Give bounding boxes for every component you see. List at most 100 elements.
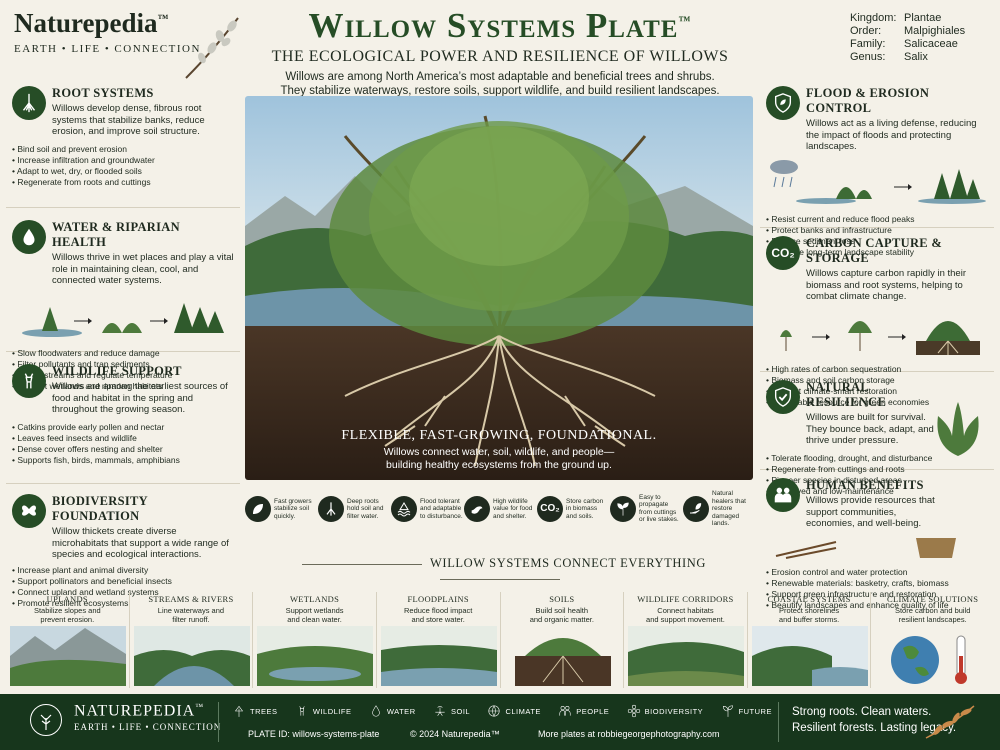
taxonomy-key: Kingdom: — [850, 12, 897, 24]
list-item: Beautify landscapes and enhance quality … — [766, 600, 988, 611]
panel-list: Slow floodwaters and reduce damage Filte… — [12, 348, 234, 393]
panel-desc: Willows provide resources that support c… — [806, 495, 935, 529]
footer-nav-trees[interactable]: TREES — [232, 704, 278, 718]
panel-text: Carbon Capture & Storage Willows capture… — [806, 236, 988, 303]
list-item: Resist current and reduce flood peaks — [766, 214, 988, 225]
footer-nav-climate[interactable]: CLIMATE — [487, 704, 540, 718]
footer-divider — [778, 702, 779, 742]
list-item: Support green infrastructure and restora… — [766, 589, 988, 600]
panel-list: Catkins provide early pollen and nectar … — [12, 422, 234, 467]
footer-nav-water[interactable]: WATER — [369, 704, 416, 718]
footer-slogan: Strong roots. Clean waters. Resilient fo… — [792, 704, 956, 736]
list-item: Supports fish, birds, mammals, amphibian… — [12, 455, 234, 466]
taxonomy-row: Order:Malpighiales — [850, 25, 990, 38]
co2-icon: CO₂ — [537, 495, 563, 522]
soil-icon — [435, 706, 445, 716]
panel-biodiversity: Biodiversity Foundation Willow thickets … — [6, 490, 240, 608]
deer-icon — [299, 706, 305, 716]
feature-text: Store carbon in biomass and soils. — [566, 497, 604, 520]
panel-text: Human Benefits Willows provide resources… — [806, 478, 936, 530]
roots-icon — [318, 495, 344, 522]
scene-line: Line waterways and — [157, 606, 225, 615]
streams-illustration — [133, 626, 250, 686]
scene-title: Wetlands — [289, 594, 340, 604]
intro-line: Willows are among North America’s most a… — [285, 71, 715, 83]
feature-item: CO₂ Store carbon in biomass and soils. — [537, 490, 609, 528]
footer-nav-label: FUTURE — [738, 706, 772, 716]
resilient-shrub-illustration — [937, 402, 979, 456]
list-item: Reduce sediment loss — [766, 236, 988, 247]
feature-item: Deep roots hold soil and filter water. — [318, 490, 390, 528]
co2-icon: CO₂ — [766, 236, 800, 270]
panel-list: Bind soil and prevent erosion Increase i… — [12, 144, 234, 189]
scene-line: Support wetlands — [285, 606, 344, 615]
hero-caption: FLEXIBLE, FAST-GROWING, FOUNDATIONAL. Wi… — [245, 428, 753, 472]
panel-header: Flood & Erosion Control Willows act as a… — [766, 86, 988, 153]
footer-divider — [218, 702, 219, 742]
scene-line: Protect shorelines — [779, 606, 840, 615]
feature-item: Natural healers that restore damaged lan… — [683, 490, 755, 528]
footer-nav-biodiversity[interactable]: BIODIVERSITY — [627, 704, 704, 718]
panel-header: Natural Resilience Willows are built for… — [766, 380, 988, 447]
list-item: Tolerate flooding, drought, and disturba… — [766, 453, 988, 464]
list-item: Increase infiltration and groundwater — [12, 155, 234, 166]
sprig-icon — [925, 705, 975, 739]
deer-icon — [12, 364, 46, 398]
people-icon — [559, 706, 571, 716]
footer-nav-label: BIODIVERSITY — [644, 706, 704, 716]
footer-nav-label: PEOPLE — [576, 706, 610, 716]
list-item: Increase plant and animal diversity — [12, 565, 234, 576]
coastal-illustration — [751, 626, 868, 686]
panel-wildlife-support: Wildlife Support Willows are among the e… — [6, 360, 240, 484]
brand-block: Naturepedia™ EARTH • LIFE • CONNECTION — [14, 8, 244, 79]
panel-list: Increase plant and animal diversity Supp… — [12, 565, 234, 610]
people-icon — [766, 478, 800, 512]
footer-nav-future[interactable]: FUTURE — [721, 704, 772, 718]
scene-title: Streams & Rivers — [148, 594, 234, 604]
list-item: Biomass and soil carbon storage — [766, 375, 988, 386]
footer-nav: TREES WILDLIFE WATER SOIL CLIMATE PEOPLE… — [232, 704, 772, 718]
footer-nav-people[interactable]: PEOPLE — [558, 704, 609, 718]
panel-desc: Willows are among the earliest sources o… — [52, 381, 228, 415]
panel-desc: Willows are built for survival. They bou… — [806, 412, 934, 446]
wetlands-illustration — [257, 626, 374, 686]
list-item: Slow floodwaters and reduce damage — [12, 348, 234, 359]
panel-desc: Willow thickets create diverse microhabi… — [52, 526, 229, 560]
feature-item: High wildlife value for food and shelter… — [464, 490, 536, 528]
list-item: Renewable resource for green economies — [766, 397, 988, 408]
uplands-illustration — [10, 626, 126, 686]
floodplains-illustration — [380, 626, 497, 686]
scene-line: resilient landscapes. — [898, 615, 967, 624]
panel-title: Root Systems — [52, 86, 154, 100]
taxonomy-key: Order: — [850, 25, 882, 37]
list-item: Connect upland and wetland systems — [12, 587, 234, 598]
footer-nav-wildlife[interactable]: WILDLIFE — [295, 704, 352, 718]
more-plates-link[interactable]: More plates at robbiegeorgephotography.c… — [538, 729, 720, 739]
feature-item: Flood tolerant and adaptable to disturba… — [391, 490, 463, 528]
copyright: © 2024 Naturepedia™ — [410, 729, 500, 739]
taxonomy-key: Genus: — [850, 51, 886, 63]
page-subtitle: THE ECOLOGICAL POWER AND RESILIENCE OF W… — [271, 48, 729, 65]
soils-illustration — [514, 638, 611, 686]
panel-title: Biodiversity Foundation — [52, 494, 148, 523]
list-item: Erosion control and water protection — [766, 567, 988, 578]
water-drop-icon — [12, 220, 46, 254]
page-title: Willow Systems Plate™ — [308, 6, 692, 45]
scene-climate-solutions: Climate Solutions Store carbon and build… — [871, 592, 994, 688]
feature-text: Natural healers that restore damaged lan… — [712, 490, 746, 527]
footer-nav-soil[interactable]: SOIL — [433, 704, 470, 718]
panel-text: Water & Riparian Health Willows thrive i… — [52, 220, 234, 287]
globe-icon — [488, 705, 500, 717]
taxonomy-value: Salix — [904, 51, 928, 63]
panel-text: Natural Resilience Willows are built for… — [806, 380, 946, 447]
panel-header: Root Systems Willows develop dense, fibr… — [12, 86, 234, 138]
